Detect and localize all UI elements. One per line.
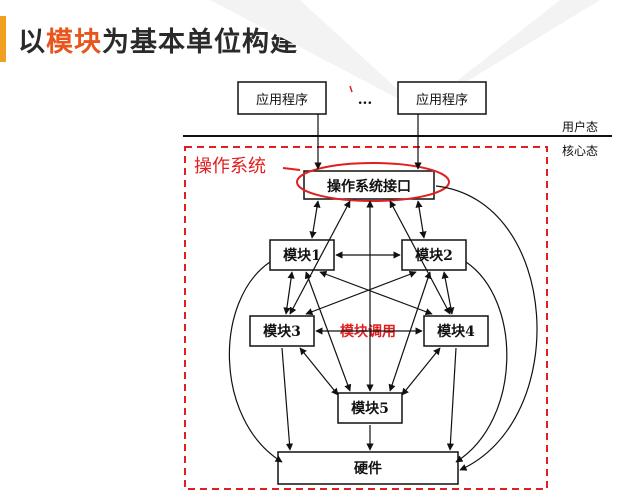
app-red-mark bbox=[349, 85, 353, 93]
app-box-right bbox=[397, 81, 487, 115]
arrow-interface-module3 bbox=[289, 200, 351, 315]
module-5-box bbox=[337, 392, 403, 424]
arrow-module3-hardware bbox=[281, 347, 294, 451]
arrow-interface-module2 bbox=[415, 200, 427, 239]
arrow-module1-module4 bbox=[319, 270, 433, 316]
arrow-module2-module3 bbox=[305, 270, 417, 316]
app-box-right-label: 应用程序 bbox=[416, 92, 468, 108]
arrow-module1-module5 bbox=[304, 271, 352, 392]
module-3-label: 模块3 bbox=[263, 323, 301, 340]
module-2-label: 模块2 bbox=[415, 247, 453, 264]
app-box-left bbox=[237, 81, 327, 115]
os-interface-label: 操作系统接口 bbox=[327, 178, 411, 195]
user-mode-label: 用户态 bbox=[562, 119, 598, 134]
app-ellipsis: ... bbox=[358, 92, 373, 108]
title-accent-bar bbox=[0, 16, 6, 62]
module-3-box bbox=[249, 315, 315, 347]
module-5-label: 模块5 bbox=[351, 400, 389, 417]
arrow-interface-module4 bbox=[389, 200, 451, 315]
hardware-box bbox=[277, 451, 459, 485]
arrow-interface-hardware bbox=[435, 185, 538, 471]
arrow-module2-hardware bbox=[455, 261, 508, 463]
arrow-module4-module5 bbox=[401, 347, 441, 396]
arrow-interface-module1 bbox=[309, 200, 321, 239]
arrow-module2-module5 bbox=[388, 271, 432, 392]
hardware-label: 硬件 bbox=[354, 460, 382, 477]
arrow-module4-hardware bbox=[446, 347, 457, 451]
kernel-mode-label: 核心态 bbox=[562, 144, 598, 158]
arrow-module1-hardware bbox=[228, 261, 283, 463]
arrow-module1-module3 bbox=[283, 271, 295, 315]
os-label: 操作系统 bbox=[194, 156, 266, 177]
module-4-box bbox=[423, 315, 489, 347]
arrow-module3-module5 bbox=[299, 347, 339, 396]
os-boundary bbox=[184, 146, 548, 490]
arrow-module2-module4 bbox=[441, 271, 455, 315]
os-interface-box bbox=[303, 170, 435, 200]
os-label-arrow bbox=[282, 167, 301, 171]
title-part-1: 以 bbox=[18, 27, 46, 58]
title-highlight: 模块 bbox=[46, 27, 102, 58]
module-4-label: 模块4 bbox=[437, 323, 475, 340]
app-box-left-label: 应用程序 bbox=[256, 92, 308, 108]
module-1-label: 模块1 bbox=[283, 247, 321, 264]
